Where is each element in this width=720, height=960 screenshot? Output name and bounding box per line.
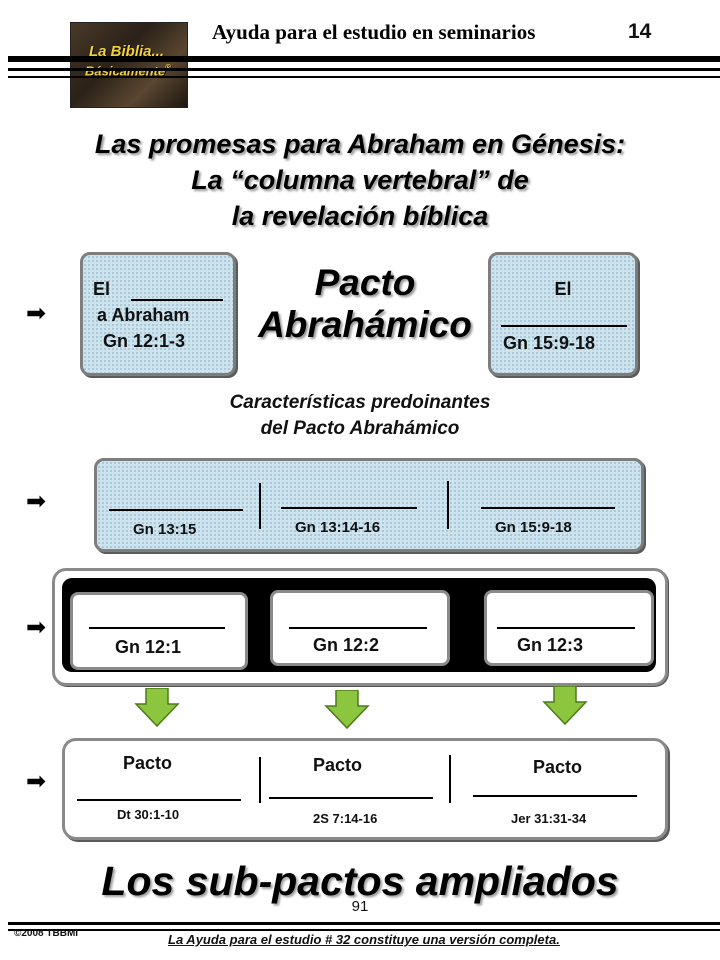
main-title: Las promesas para Abraham en Génesis: La… [20,126,700,234]
fill-in-blank [109,509,243,511]
fill-in-blank [501,325,627,327]
sub-covenant-ref: 2S 7:14-16 [313,811,378,826]
right-arrow-icon: ➡ [26,488,47,515]
header-divider [8,76,720,78]
right-arrow-icon: ➡ [26,614,47,641]
separator [447,481,449,529]
promise-ref: Gn 12:1 [115,637,182,657]
fill-in-blank [281,507,417,509]
promise-ref: Gn 12:2 [313,635,380,655]
header-divider [8,56,720,62]
fill-in-blank [481,507,615,509]
characteristics-heading: Características predoinantes del Pacto A… [150,390,570,442]
characteristic-ref: Gn 15:9-18 [495,519,572,536]
left-box-line2: a Abraham [97,305,190,325]
fill-in-blank [77,799,241,801]
fill-in-blank [131,299,223,301]
separator [259,483,261,529]
characteristics-line2: del Pacto Abrahámico [260,418,460,439]
sub-covenant-ref: Jer 31:31-34 [511,811,587,826]
header-divider [8,68,720,71]
promise-ref: Gn 12:3 [517,635,584,655]
promise-box: Gn 12:2 [270,590,450,666]
fill-in-blank [89,627,225,629]
sub-covenant-ref: Dt 30:1-10 [117,807,180,822]
pacto-title-line2: Abrahámico [258,304,472,345]
header-title: Ayuda para el estudio en seminarios [212,20,536,44]
right-arrow-icon: ➡ [26,768,47,795]
right-box-el: El [554,279,572,299]
slide-number: 91 [351,898,369,915]
page-number: 14 [628,20,652,43]
main-title-line3: la revelación bíblica [231,201,489,231]
fill-in-blank [289,627,427,629]
promise-box: Gn 12:3 [484,590,654,666]
logo: La Biblia... Básicamente® [70,22,188,108]
right-covenant-box: El Gn 15:9-18 [488,252,638,376]
subpactos-title: Los sub-pactos ampliados [101,858,619,904]
logo-line1: La Biblia... [89,43,165,60]
fill-in-blank [269,797,433,799]
left-covenant-box: El a Abraham Gn 12:1-3 [80,252,236,376]
promise-box: Gn 12:1 [70,592,248,670]
sub-covenants-box: Pacto Dt 30:1-10 Pacto 2S 7:14-16 Pacto … [62,738,668,840]
main-title-line1: Las promesas para Abraham en Génesis: [94,129,626,159]
characteristics-box: Gn 13:15 Gn 13:14-16 Gn 15:9-18 [94,458,644,552]
sub-covenant-label: Pacto [123,753,173,773]
separator [259,757,261,803]
copyright: ©2008 TBBMI [14,928,79,939]
fill-in-blank [473,795,637,797]
right-arrow-icon: ➡ [26,300,47,327]
characteristic-ref: Gn 13:14-16 [295,519,381,536]
fill-in-blank [497,627,635,629]
pacto-abrahamico-title: Pacto Abrahámico [245,262,485,346]
footer-note: La Ayuda para el estudio # 32 constituye… [168,932,560,947]
separator [449,755,451,803]
footer-divider [8,922,720,925]
main-title-line2: La “columna vertebral” de [191,165,529,195]
footer-divider [8,929,720,931]
down-arrow-icon [134,688,180,728]
left-box-ref: Gn 12:1-3 [103,331,186,351]
pacto-title-line1: Pacto [314,262,416,303]
sub-covenant-label: Pacto [533,757,583,777]
characteristics-line1: Características predoinantes [229,392,491,413]
down-arrow-icon [324,690,370,730]
sub-covenant-label: Pacto [313,755,363,775]
down-arrow-icon [542,686,588,726]
characteristic-ref: Gn 13:15 [133,521,197,538]
left-box-el: El [93,279,111,299]
right-box-ref: Gn 15:9-18 [503,333,596,353]
